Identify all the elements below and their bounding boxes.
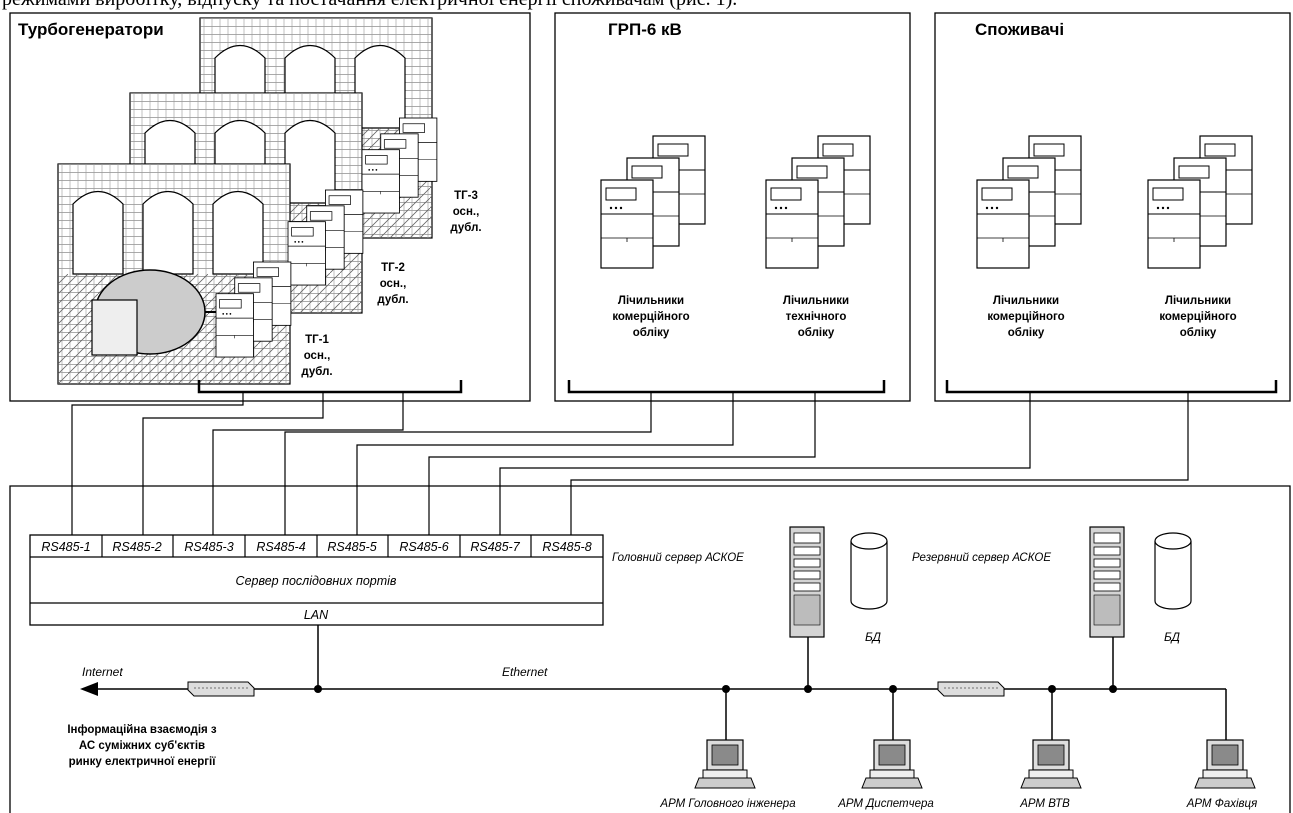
port-rs485-5: RS485-5 [327,540,376,554]
bottom-panel-frame [9,485,1291,813]
panel-consumers: Споживачі Лічильники комерційного обліку… [934,12,1291,402]
main-db-icon [850,532,888,610]
svg-text:Інформаційна взаємодія з: Інформаційна взаємодія з [67,724,217,736]
svg-text:дубл.: дубл. [377,294,408,306]
workstation-label: АРМ Головного інженера [659,798,795,810]
svg-text:Лічильники: Лічильники [618,295,684,307]
port-rs485-3: RS485-3 [184,540,233,554]
workstation-vtv: АРМ ВТВ [1019,739,1082,810]
pc-icon [861,739,923,789]
info-exchange-text: Інформаційна взаємодія з АС суміжних суб… [67,724,217,768]
ethernet-label: Ethernet [502,665,548,679]
internet-label: Internet [82,665,123,679]
internet-arrow [80,682,98,696]
svg-text:осн.,: осн., [304,350,331,362]
grp-title: ГРП-6 кВ [608,20,682,39]
svg-text:дубл.: дубл. [301,366,332,378]
rs485-links [71,392,1189,535]
lan-switch-icon [937,681,1005,697]
svg-text:обліку: обліку [1008,327,1045,339]
svg-text:ринку електричної енергії: ринку електричної енергії [69,756,217,768]
workstation-label: АРМ ВТВ [1019,798,1070,810]
lan-label: LAN [304,608,329,622]
workstation-chief-engineer: АРМ Головного інженера [659,739,796,810]
grp-commercial-label: Лічильники комерційного обліку [612,295,689,339]
internet-switch-icon [187,681,255,697]
svg-text:ТГ-3: ТГ-3 [454,190,478,202]
pc-icon [1194,739,1256,789]
tg1-label: ТГ-1 осн., дубл. [301,334,332,378]
svg-text:осн.,: осн., [380,278,407,290]
svg-text:осн.,: осн., [453,206,480,218]
port-rs485-8: RS485-8 [542,540,591,554]
pc-icon [1020,739,1082,789]
svg-text:комерційного: комерційного [1159,311,1236,323]
port-rs485-2: RS485-2 [112,540,161,554]
ethernet-backbone [96,625,1227,740]
workstation-label: АРМ Фахівця [1186,798,1258,810]
reserve-server-icon [1089,526,1125,638]
port-server-label: Сервер послідовних портів [236,574,397,588]
svg-text:комерційного: комерційного [612,311,689,323]
port-rs485-1: RS485-1 [41,540,90,554]
grp-technical-label: Лічильники технічного обліку [783,295,849,339]
port-rs485-7: RS485-7 [470,540,520,554]
port-rs485-4: RS485-4 [256,540,305,554]
svg-text:технічного: технічного [786,311,847,323]
svg-text:обліку: обліку [798,327,835,339]
svg-text:обліку: обліку [1180,327,1217,339]
reserve-db-label: БД [1164,630,1181,644]
turbo-bus [197,380,463,394]
grp-bus [567,380,886,394]
intro-text: режимами виробітку, відпуску та постачан… [2,0,737,10]
pc-icon [694,739,756,789]
svg-text:Лічильники: Лічильники [993,295,1059,307]
reserve-db-icon [1154,532,1192,610]
svg-text:Лічильники: Лічильники [783,295,849,307]
tg3-label: ТГ-3 осн., дубл. [450,190,481,234]
svg-text:обліку: обліку [633,327,670,339]
reserve-server-label: Резервний сервер АСКОЕ [912,552,1051,564]
panel-grp: ГРП-6 кВ Лічильники комерційного обліку … [554,12,911,402]
consumers-title: Споживачі [975,20,1064,39]
svg-text:ТГ-1: ТГ-1 [305,334,329,346]
consumers-label-1: Лічильники комерційного обліку [987,295,1064,339]
port-rs485-6: RS485-6 [399,540,448,554]
serial-port-server: RS485-1 RS485-2 RS485-3 RS485-4 RS485-5 … [29,534,604,626]
workstation-label: АРМ Диспетчера [837,798,934,810]
svg-text:Лічильники: Лічильники [1165,295,1231,307]
network-junctions [314,685,1117,693]
svg-text:АС суміжних суб'єктів: АС суміжних суб'єктів [79,740,205,752]
svg-text:комерційного: комерційного [987,311,1064,323]
tg2-label: ТГ-2 осн., дубл. [377,262,408,306]
consumers-bus [945,380,1278,394]
workstation-dispatcher: АРМ Диспетчера [837,739,934,810]
main-db-label: БД [865,630,882,644]
main-server-icon [789,526,825,638]
workstation-specialist: АРМ Фахівця [1186,739,1258,810]
main-server-label: Головний сервер АСКОЕ [612,552,744,564]
svg-text:дубл.: дубл. [450,222,481,234]
svg-text:ТГ-2: ТГ-2 [381,262,405,274]
consumers-label-2: Лічильники комерційного обліку [1159,295,1236,339]
turbo-title: Турбогенератори [18,20,164,39]
panel-turbogenerators: Турбогенератори ТГ-3 осн., дубл. ТГ-2 ос… [9,12,531,402]
